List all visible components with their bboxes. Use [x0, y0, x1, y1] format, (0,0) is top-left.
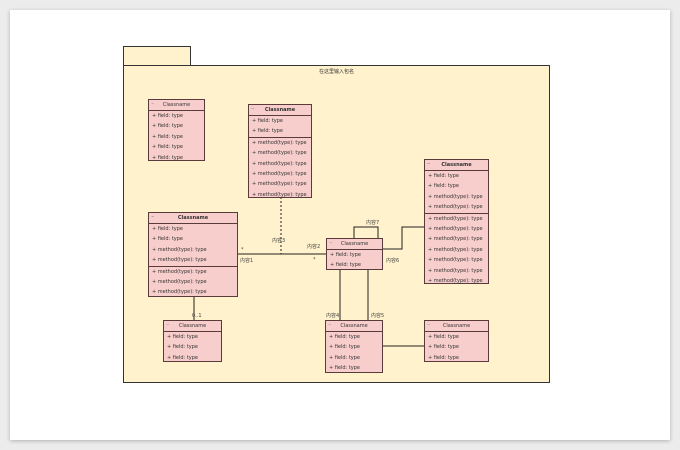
class-name: Classname [178, 323, 207, 329]
multiplicity-label: * [241, 247, 244, 253]
class-method[interactable]: + method(type): type [152, 278, 207, 285]
class-field[interactable]: + field: type [152, 226, 184, 232]
class-field[interactable]: + field: type [428, 173, 460, 179]
collapse-icon[interactable]: − [151, 214, 155, 219]
class-field[interactable]: + method(type): type [428, 193, 483, 200]
class-name: Classname [162, 102, 191, 108]
association-label[interactable]: 内容3 [272, 238, 286, 244]
class-field[interactable]: + field: type [428, 334, 460, 340]
class-name: Classname [441, 162, 472, 168]
class-field[interactable]: + field: type [252, 128, 284, 135]
class-field[interactable]: + field: type [329, 344, 361, 351]
class-field[interactable]: + field: type [152, 154, 184, 161]
association-label[interactable]: 内容5 [371, 313, 385, 319]
class-name: Classname [442, 323, 471, 329]
class-field[interactable]: + field: type [152, 133, 184, 140]
class-method[interactable]: + method(type): type [252, 191, 307, 198]
class-field[interactable]: + field: type [329, 334, 361, 340]
multiplicity-label: * [313, 257, 316, 263]
association-label[interactable]: 内容2 [307, 244, 321, 250]
class-field[interactable]: + method(type): type [428, 204, 483, 211]
class-field[interactable]: + field: type [428, 344, 460, 351]
collapse-icon[interactable]: − [427, 161, 431, 166]
class-field[interactable]: + field: type [428, 183, 460, 190]
class-name: Classname [340, 323, 368, 329]
collapse-icon[interactable]: − [329, 240, 333, 245]
collapse-icon[interactable]: − [166, 322, 170, 327]
collapse-icon[interactable]: − [328, 322, 332, 327]
class-field[interactable]: + field: type [330, 252, 362, 258]
class-box[interactable]: − Classname + field: type + field: type +… [148, 212, 238, 297]
class-field[interactable]: + field: type [152, 144, 184, 151]
class-method[interactable]: + method(type): type [428, 267, 483, 274]
association-label[interactable]: 内容7 [366, 220, 380, 226]
association-label[interactable]: 内容6 [386, 258, 400, 264]
class-field[interactable]: + field: type [152, 236, 184, 243]
class-box[interactable]: − Classname + field: type + field: type +… [325, 320, 383, 373]
class-method[interactable]: + method(type): type [152, 289, 207, 296]
multiplicity-label: 0..1 [192, 313, 202, 319]
class-field[interactable]: + field: type [329, 354, 361, 361]
class-field[interactable]: + method(type): type [152, 246, 207, 253]
class-method[interactable]: + method(type): type [249, 136, 311, 148]
class-field[interactable]: + field: type [252, 118, 284, 124]
class-method[interactable]: + method(type): type [252, 160, 307, 167]
class-box[interactable]: − Classname + field: type + field: type +… [148, 99, 205, 161]
class-field[interactable]: + field: type [152, 123, 184, 130]
collapse-icon[interactable]: − [251, 106, 255, 111]
package-title: 在这里输入包名 [318, 69, 354, 75]
class-method[interactable]: + method(type): type [428, 225, 483, 232]
class-field[interactable]: + field: type [428, 354, 460, 361]
class-box[interactable]: − Classname + field: type + field: type +… [248, 104, 312, 198]
class-field[interactable]: + field: type [167, 354, 199, 361]
class-box[interactable]: − Classname + field: type + field: type [326, 238, 383, 270]
class-box[interactable]: − Classname + field: type + field: type +… [424, 159, 489, 284]
class-field[interactable]: + method(type): type [152, 257, 207, 264]
class-method[interactable]: + method(type): type [428, 246, 483, 253]
class-box[interactable]: − Classname + field: type + field: type +… [424, 320, 489, 362]
class-name: Classname [340, 241, 369, 247]
association-label[interactable]: 内容4 [326, 313, 340, 319]
package-tab[interactable] [123, 46, 191, 66]
class-field[interactable]: + field: type [167, 334, 199, 340]
class-field[interactable]: + field: type [329, 365, 361, 372]
collapse-icon[interactable]: − [427, 322, 431, 327]
class-method[interactable]: + method(type): type [252, 181, 307, 188]
class-method[interactable]: + method(type): type [428, 277, 483, 284]
class-method[interactable]: + method(type): type [252, 150, 307, 157]
class-box[interactable]: − Classname + field: type + field: type +… [163, 320, 222, 362]
class-method[interactable]: + method(type): type [425, 212, 488, 224]
class-method[interactable]: + method(type): type [149, 265, 237, 277]
class-name: Classname [177, 215, 209, 221]
class-field[interactable]: + field: type [152, 113, 184, 119]
class-field[interactable]: + field: type [330, 262, 362, 269]
association-label[interactable]: 内容1 [240, 258, 254, 264]
class-name: Classname [264, 107, 296, 113]
collapse-icon[interactable]: − [151, 101, 155, 106]
class-method[interactable]: + method(type): type [252, 170, 307, 177]
class-method[interactable]: + method(type): type [428, 257, 483, 264]
class-field[interactable]: + field: type [167, 344, 199, 351]
class-method[interactable]: + method(type): type [428, 236, 483, 243]
